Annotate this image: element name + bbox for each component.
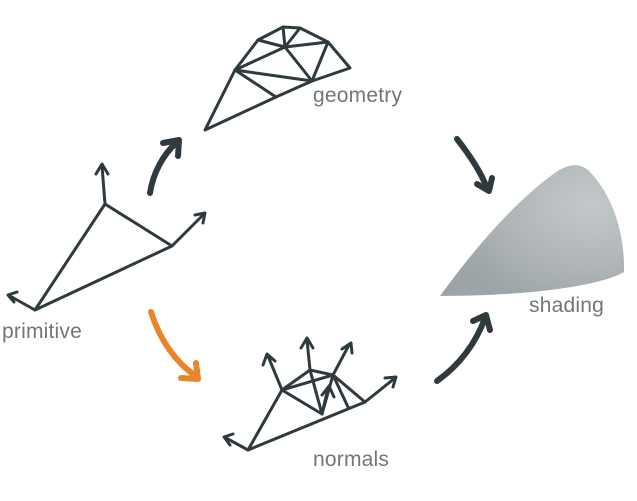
arrow-primitive-to-geometry <box>147 137 182 196</box>
geometry-label: geometry <box>313 84 403 107</box>
shading-surface <box>440 165 625 296</box>
arrowhead-primitive-a <box>6 290 19 304</box>
primitive-triangle <box>6 162 207 312</box>
geometry-mesh <box>203 25 352 132</box>
arrow-normals-to-shading <box>434 312 493 384</box>
arrowhead-primitive-c <box>193 211 207 225</box>
shading-label: shading <box>529 294 604 317</box>
normal-arrow-primitive-a <box>8 294 37 312</box>
normals-mesh <box>222 336 398 452</box>
arrow-geometry-to-shading <box>454 136 495 194</box>
arrow-primitive-to-normals <box>148 309 201 382</box>
normal-arrow-primitive-c <box>170 212 206 248</box>
normal-arrow-primitive-b <box>100 164 107 206</box>
primitive-label: primitive <box>2 320 82 343</box>
arrowhead-primitive-b <box>94 162 110 176</box>
normals-label: normals <box>313 448 390 471</box>
